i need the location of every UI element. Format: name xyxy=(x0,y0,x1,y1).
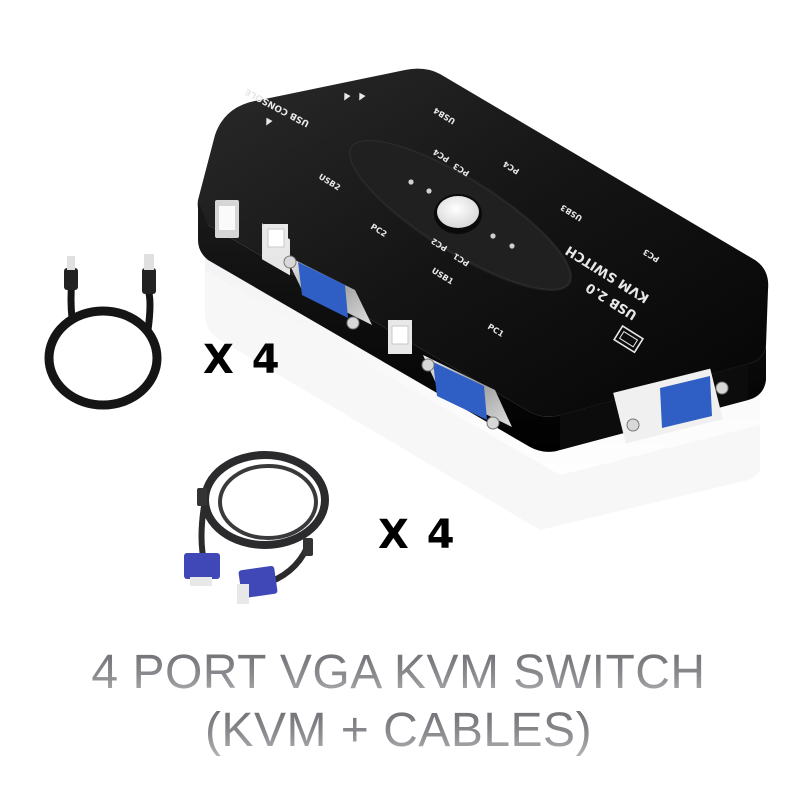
led-pc1 xyxy=(509,243,515,249)
svg-text:▲: ▲ xyxy=(356,91,367,103)
caption-title: 4 PORT VGA KVM SWITCH xyxy=(0,645,797,701)
port-select-button xyxy=(437,196,479,228)
caption-subtitle: (KVM + CABLES) xyxy=(0,703,797,759)
svg-text:▲: ▲ xyxy=(341,91,352,103)
monitor-icon xyxy=(613,324,645,354)
svg-text:▲: ▲ xyxy=(263,116,274,128)
vga-port-pc2 xyxy=(283,255,372,330)
usb-cable-quantity: X 4 xyxy=(203,337,282,383)
kvm-switch-device: USB CONSOLE ▲ ▲ ▲ USB4 PC4 PC3 PC4 USB3 … xyxy=(197,68,769,452)
vga-port-pc1 xyxy=(421,355,512,430)
led-pc3 xyxy=(426,188,432,194)
vga-cable-quantity: X 4 xyxy=(378,512,457,558)
led-pc2 xyxy=(490,233,496,239)
vga-port-console xyxy=(613,368,729,444)
usb-cable-image xyxy=(44,254,162,410)
device-reflection xyxy=(205,235,760,530)
vga-cable-image xyxy=(184,451,329,604)
led-pc4 xyxy=(408,179,414,185)
